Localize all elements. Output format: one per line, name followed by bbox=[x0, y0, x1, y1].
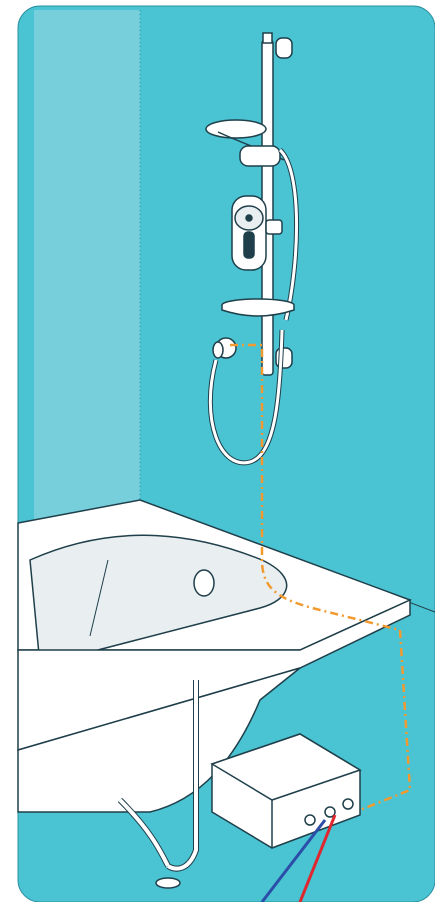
soap-dish bbox=[222, 299, 294, 316]
side-wall-panel bbox=[34, 10, 140, 535]
